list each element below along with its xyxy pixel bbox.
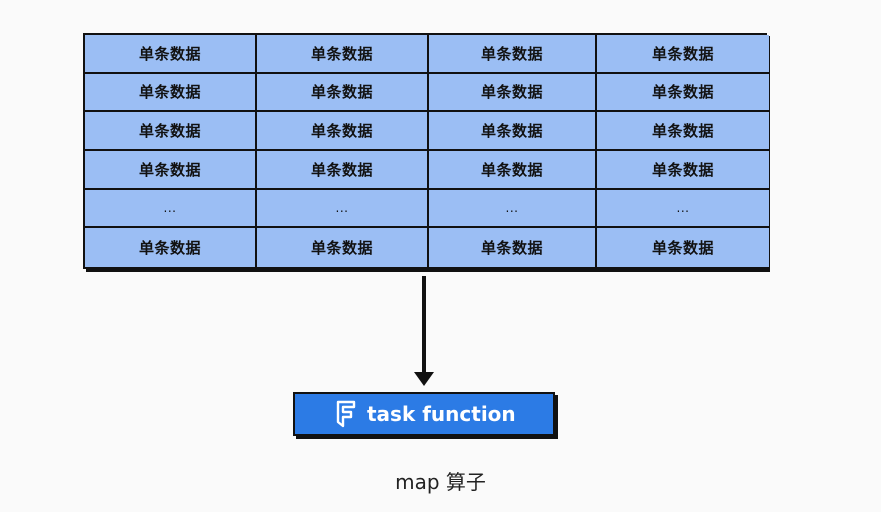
data-cell: 单条数据 (257, 151, 429, 190)
data-cell: ... (85, 189, 257, 229)
data-cell: 单条数据 (597, 35, 769, 74)
data-cell: ... (597, 189, 769, 229)
flow-arrow-head (414, 372, 434, 386)
data-cell: 单条数据 (429, 73, 597, 113)
data-cell: 单条数据 (85, 112, 257, 151)
data-cell: 单条数据 (429, 112, 597, 151)
data-cell: 单条数据 (85, 151, 257, 190)
data-cell: ... (257, 189, 429, 229)
task-function-label: task function (367, 402, 516, 426)
flow-arrow-line (422, 276, 426, 375)
data-cell: 单条数据 (257, 73, 429, 113)
task-function-box: task function (293, 392, 555, 436)
data-cell: 单条数据 (597, 228, 769, 267)
data-cell: 单条数据 (597, 151, 769, 190)
data-cell: 单条数据 (429, 228, 597, 267)
data-cell: 单条数据 (257, 228, 429, 267)
data-cell: 单条数据 (257, 35, 429, 74)
data-cell: 单条数据 (85, 73, 257, 113)
data-cell: ... (429, 189, 597, 229)
data-cell: 单条数据 (85, 35, 257, 74)
data-cell: 单条数据 (597, 112, 769, 151)
data-cell: 单条数据 (85, 228, 257, 267)
function-icon (336, 400, 356, 428)
data-cell: 单条数据 (257, 112, 429, 151)
data-cell: 单条数据 (429, 35, 597, 74)
data-grid: 单条数据单条数据单条数据单条数据单条数据单条数据单条数据单条数据单条数据单条数据… (83, 33, 769, 269)
data-cell: 单条数据 (429, 151, 597, 190)
diagram-caption: map 算子 (395, 470, 486, 494)
data-cell: 单条数据 (597, 73, 769, 113)
